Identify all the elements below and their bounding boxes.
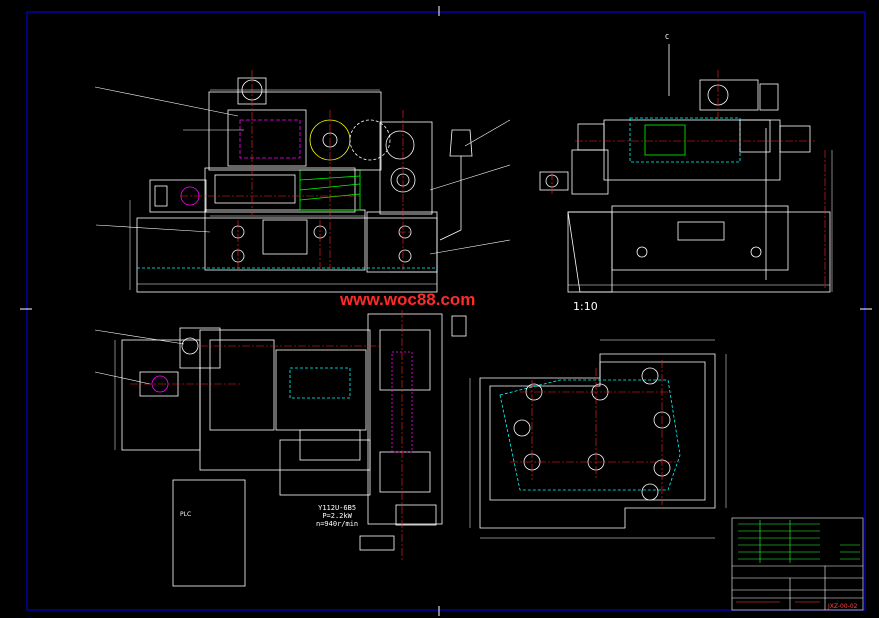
motor-spec: Y112U-6B5 P=2.2kW n=940r/min [316, 504, 358, 528]
motor-model: Y112U-6B5 [318, 504, 357, 512]
drawing-frame [26, 11, 866, 611]
plc-label: PLC [180, 510, 191, 520]
title-block [731, 517, 864, 611]
front-view [94, 70, 511, 293]
motor-speed: n=940r/min [316, 520, 359, 528]
view-mark-c: C [665, 33, 670, 41]
foundation-view [469, 339, 727, 539]
watermark-text: www.woc88.com [340, 290, 476, 309]
frame-tick-marks [20, 6, 872, 616]
view-scale-label: 1:10 [567, 300, 598, 313]
plan-view [94, 310, 467, 560]
plc-box [172, 479, 246, 587]
motor-power: P=2.2kW [322, 512, 352, 520]
drawing-number: JXZ-00-02 [828, 603, 858, 610]
scale-value: 1:10 [573, 300, 598, 313]
side-view [539, 44, 833, 293]
plc-label-line2: PLC [180, 511, 192, 518]
